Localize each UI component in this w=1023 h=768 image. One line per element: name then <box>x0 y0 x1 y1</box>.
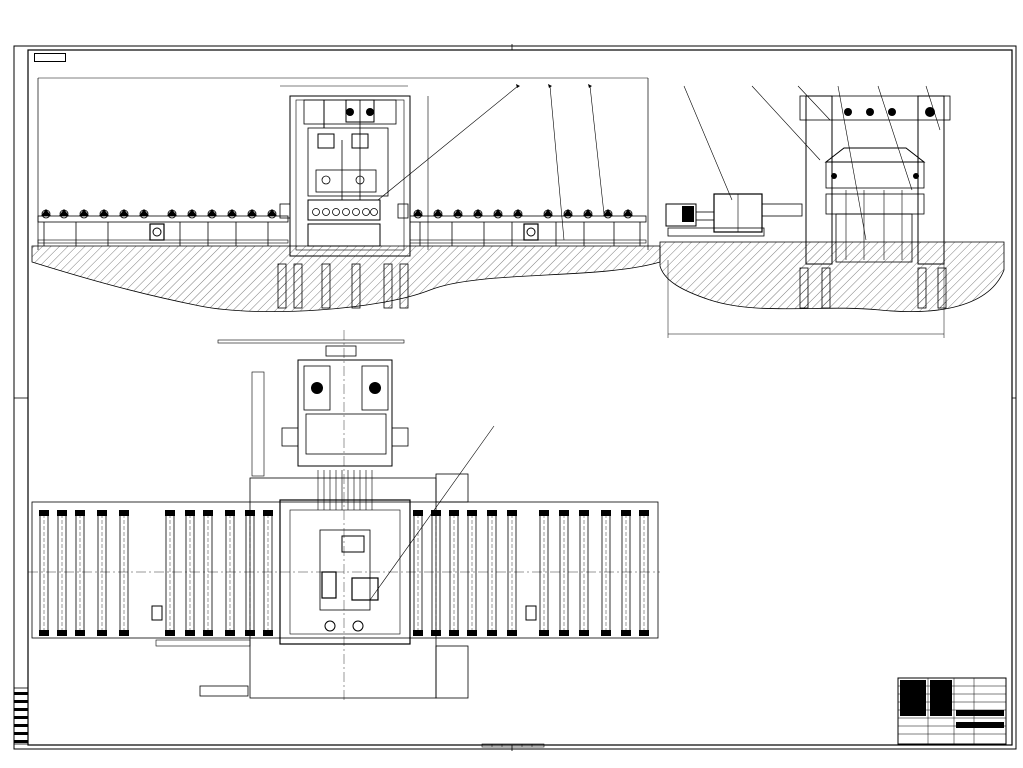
revision-block <box>13 687 29 745</box>
plan-view <box>28 330 660 700</box>
drawing-code-label <box>34 53 66 62</box>
left-roller-table <box>37 208 289 246</box>
scale-bar <box>481 743 545 748</box>
straightener-stand <box>277 85 429 309</box>
side-elevation-view <box>659 85 1005 338</box>
sheet-border <box>13 44 1017 751</box>
title-block <box>897 677 1007 745</box>
right-roller-table <box>409 208 647 246</box>
front-elevation-view <box>31 77 661 313</box>
